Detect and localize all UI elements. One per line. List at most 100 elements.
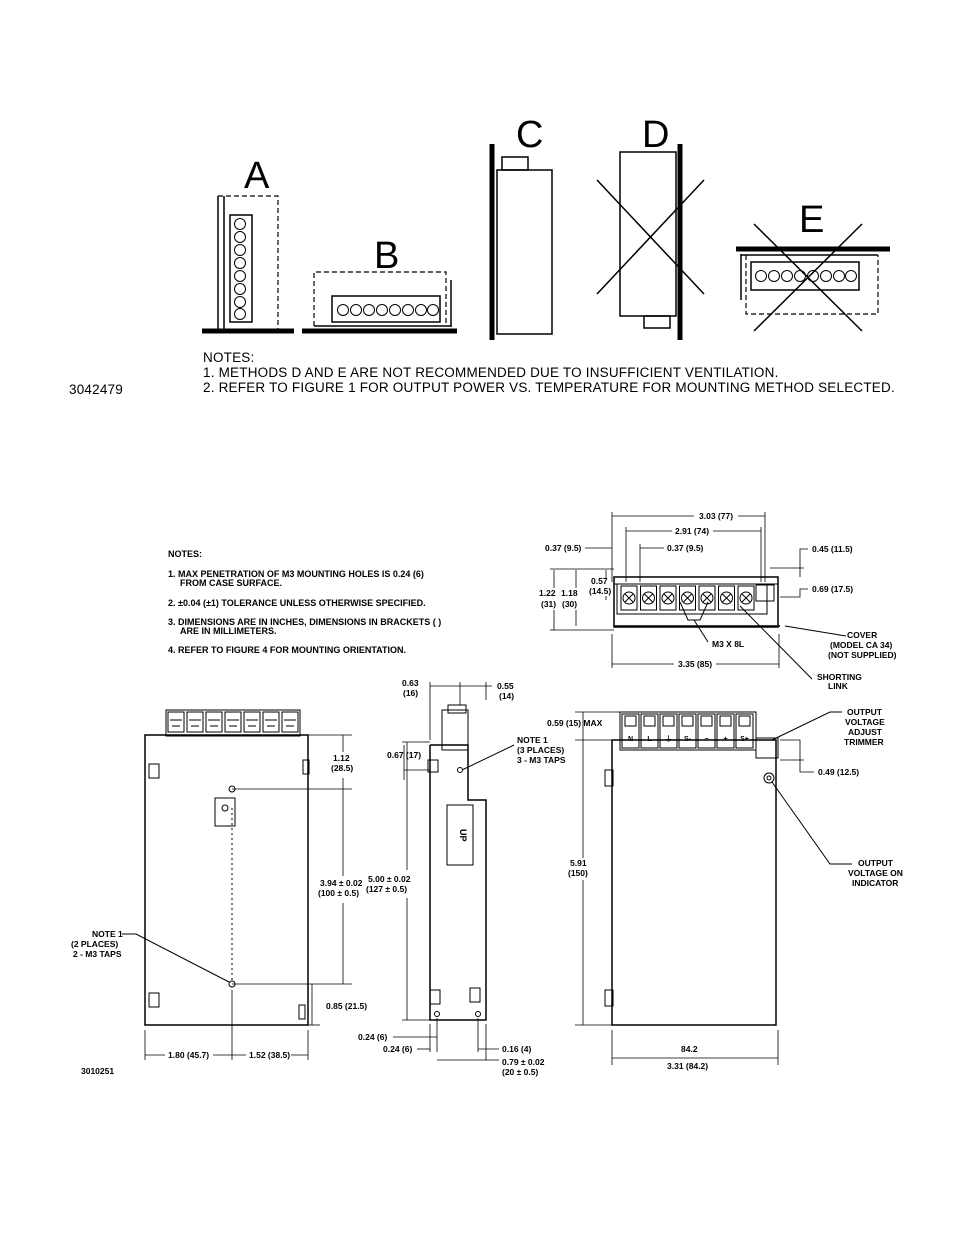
method-d: D [596,114,705,340]
mounting-methods-figure: A B [69,114,895,397]
top-terminal [737,585,755,611]
method-b-letter: B [374,235,399,277]
terminal-label: − [704,736,708,743]
trimmer-label-1: OUTPUT [847,707,883,717]
up-label: UP [458,829,468,842]
dim-0-69: 0.69 (17.5) [812,584,853,594]
left-terminal [262,711,280,733]
trimmer-label-3: ADJUST [848,727,883,737]
dim-3-31: 3.31 (84.2) [667,1061,708,1071]
cover-label-1: COVER [847,630,877,640]
terminal-label: L [647,736,652,743]
mounting-figure-id: 3042479 [69,382,123,397]
method-e: E [736,199,890,332]
dim-0-49: 0.49 (12.5) [818,767,859,777]
dimension-notes: NOTES: 1. MAX PENETRATION OF M3 MOUNTING… [168,549,441,655]
dim-0-45: 0.45 (11.5) [812,544,853,554]
dim-1-12-mm: (28.5) [331,763,353,773]
terminal-label: N [628,736,633,743]
dim-0-37-a: 0.37 (9.5) [545,543,582,553]
dimension-figure: NOTES: 1. MAX PENETRATION OF M3 MOUNTING… [71,511,903,1077]
dim-5-00-mm: (127 ± 0.5) [366,884,407,894]
front-terminal [678,713,697,749]
method-e-letter: E [799,199,824,241]
method-a-letter: A [244,155,270,197]
dim-0-37-b: 0.37 (9.5) [667,543,704,553]
dim-note-2: 2. ±0.04 (±1) TOLERANCE UNLESS OTHERWISE… [168,598,426,608]
screw-icon [739,591,753,605]
dim-0-16: 0.16 (4) [502,1044,531,1054]
dim-note-4: 4. REFER TO FIGURE 4 FOR MOUNTING ORIENT… [168,645,406,655]
dim-0-57: 0.57 [591,576,608,586]
screw-spec: M3 X 8L [712,639,744,649]
side-view: UP 5.00 ± 0.02 (127 ± 0.5) 0.63 (16) 0.5… [358,678,566,1077]
left-terminal [224,711,242,733]
shorting-link-2: LINK [828,681,849,691]
method-a: A [202,155,294,334]
dim-0-57-mm: (14.5) [589,586,611,596]
dim-1-18-mm: (30) [562,599,577,609]
left-note-1: NOTE 1 [92,929,123,939]
side-note-3: 3 - M3 TAPS [517,755,566,765]
dim-0-24-a: 0.24 (6) [358,1032,387,1042]
top-terminal [640,585,657,611]
dim-1-52: 1.52 (38.5) [249,1050,290,1060]
terminal-label: ⏚ [665,735,672,743]
dim-3-03: 3.03 (77) [699,511,733,521]
dim-note-3a: 3. DIMENSIONS ARE IN INCHES, DIMENSIONS … [168,617,441,627]
left-terminal [205,711,223,733]
mounting-note-2: 2. REFER TO FIGURE 1 FOR OUTPUT POWER VS… [203,380,895,395]
dim-1-22: 1.22 [539,588,556,598]
dim-note-3b: ARE IN MILLIMETERS. [180,626,277,636]
shorting-link-1: SHORTING [817,672,862,682]
dim-2-91: 2.91 (74) [675,526,709,536]
side-note-2: (3 PLACES) [517,745,564,755]
cover-label-3: (NOT SUPPLIED) [828,650,897,660]
front-terminal [640,713,659,749]
top-terminal [698,585,716,611]
dim-3-94-mm: (100 ± 0.5) [318,888,359,898]
top-terminal-block [616,583,768,615]
top-view: 3.03 (77) 2.91 (74) 0.37 (9.5) 0.37 (9.5… [539,511,897,691]
top-terminal [679,585,696,611]
dim-3-94: 3.94 ± 0.02 [320,878,363,888]
dim-0-79-mm: (20 ± 0.5) [502,1067,538,1077]
dim-figure-id: 3010251 [81,1066,114,1076]
screw-icon [622,591,636,605]
front-terminal [697,713,716,749]
trimmer-label-2: VOLTAGE [845,717,885,727]
method-d-letter: D [642,114,669,156]
cover-label-2: (MODEL CA 34) [830,640,893,650]
left-view: 1.12 (28.5) 3.94 ± 0.02 (100 ± 0.5) 0.85… [71,709,367,1076]
left-note-3: 2 - M3 TAPS [73,949,122,959]
method-c: C [489,114,553,340]
dim-0-59: 0.59 (15) MAX [547,718,603,728]
dim-1-80: 1.80 (45.7) [168,1050,209,1060]
screw-icon [720,591,733,605]
indicator-label-3: INDICATOR [852,878,898,888]
dim-0-63: 0.63 [402,678,419,688]
dim-note-1a: 1. MAX PENETRATION OF M3 MOUNTING HOLES … [168,569,424,579]
screw-icon [681,591,694,605]
dim-1-18: 1.18 [561,588,578,598]
top-terminal [620,585,638,611]
dim-84-2: 84.2 [681,1044,698,1054]
dim-0-24-b: 0.24 (6) [383,1044,412,1054]
dim-5-00: 5.00 ± 0.02 [368,874,411,884]
indicator-label-1: OUTPUT [858,858,894,868]
dim-notes-heading: NOTES: [168,549,202,559]
top-terminal [659,585,677,611]
terminal-label: + [723,736,727,743]
method-c-letter: C [516,114,543,156]
method-b: B [302,235,457,334]
terminal-label: S+ [740,736,749,743]
screw-icon [661,591,675,605]
mounting-notes-heading: NOTES: [203,350,254,365]
left-terminal [281,711,299,733]
terminal-label: S- [684,736,692,743]
mounting-note-1: 1. METHODS D AND E ARE NOT RECOMMENDED D… [203,365,779,380]
dim-5-91-mm: (150) [568,868,588,878]
front-terminal [621,713,640,749]
